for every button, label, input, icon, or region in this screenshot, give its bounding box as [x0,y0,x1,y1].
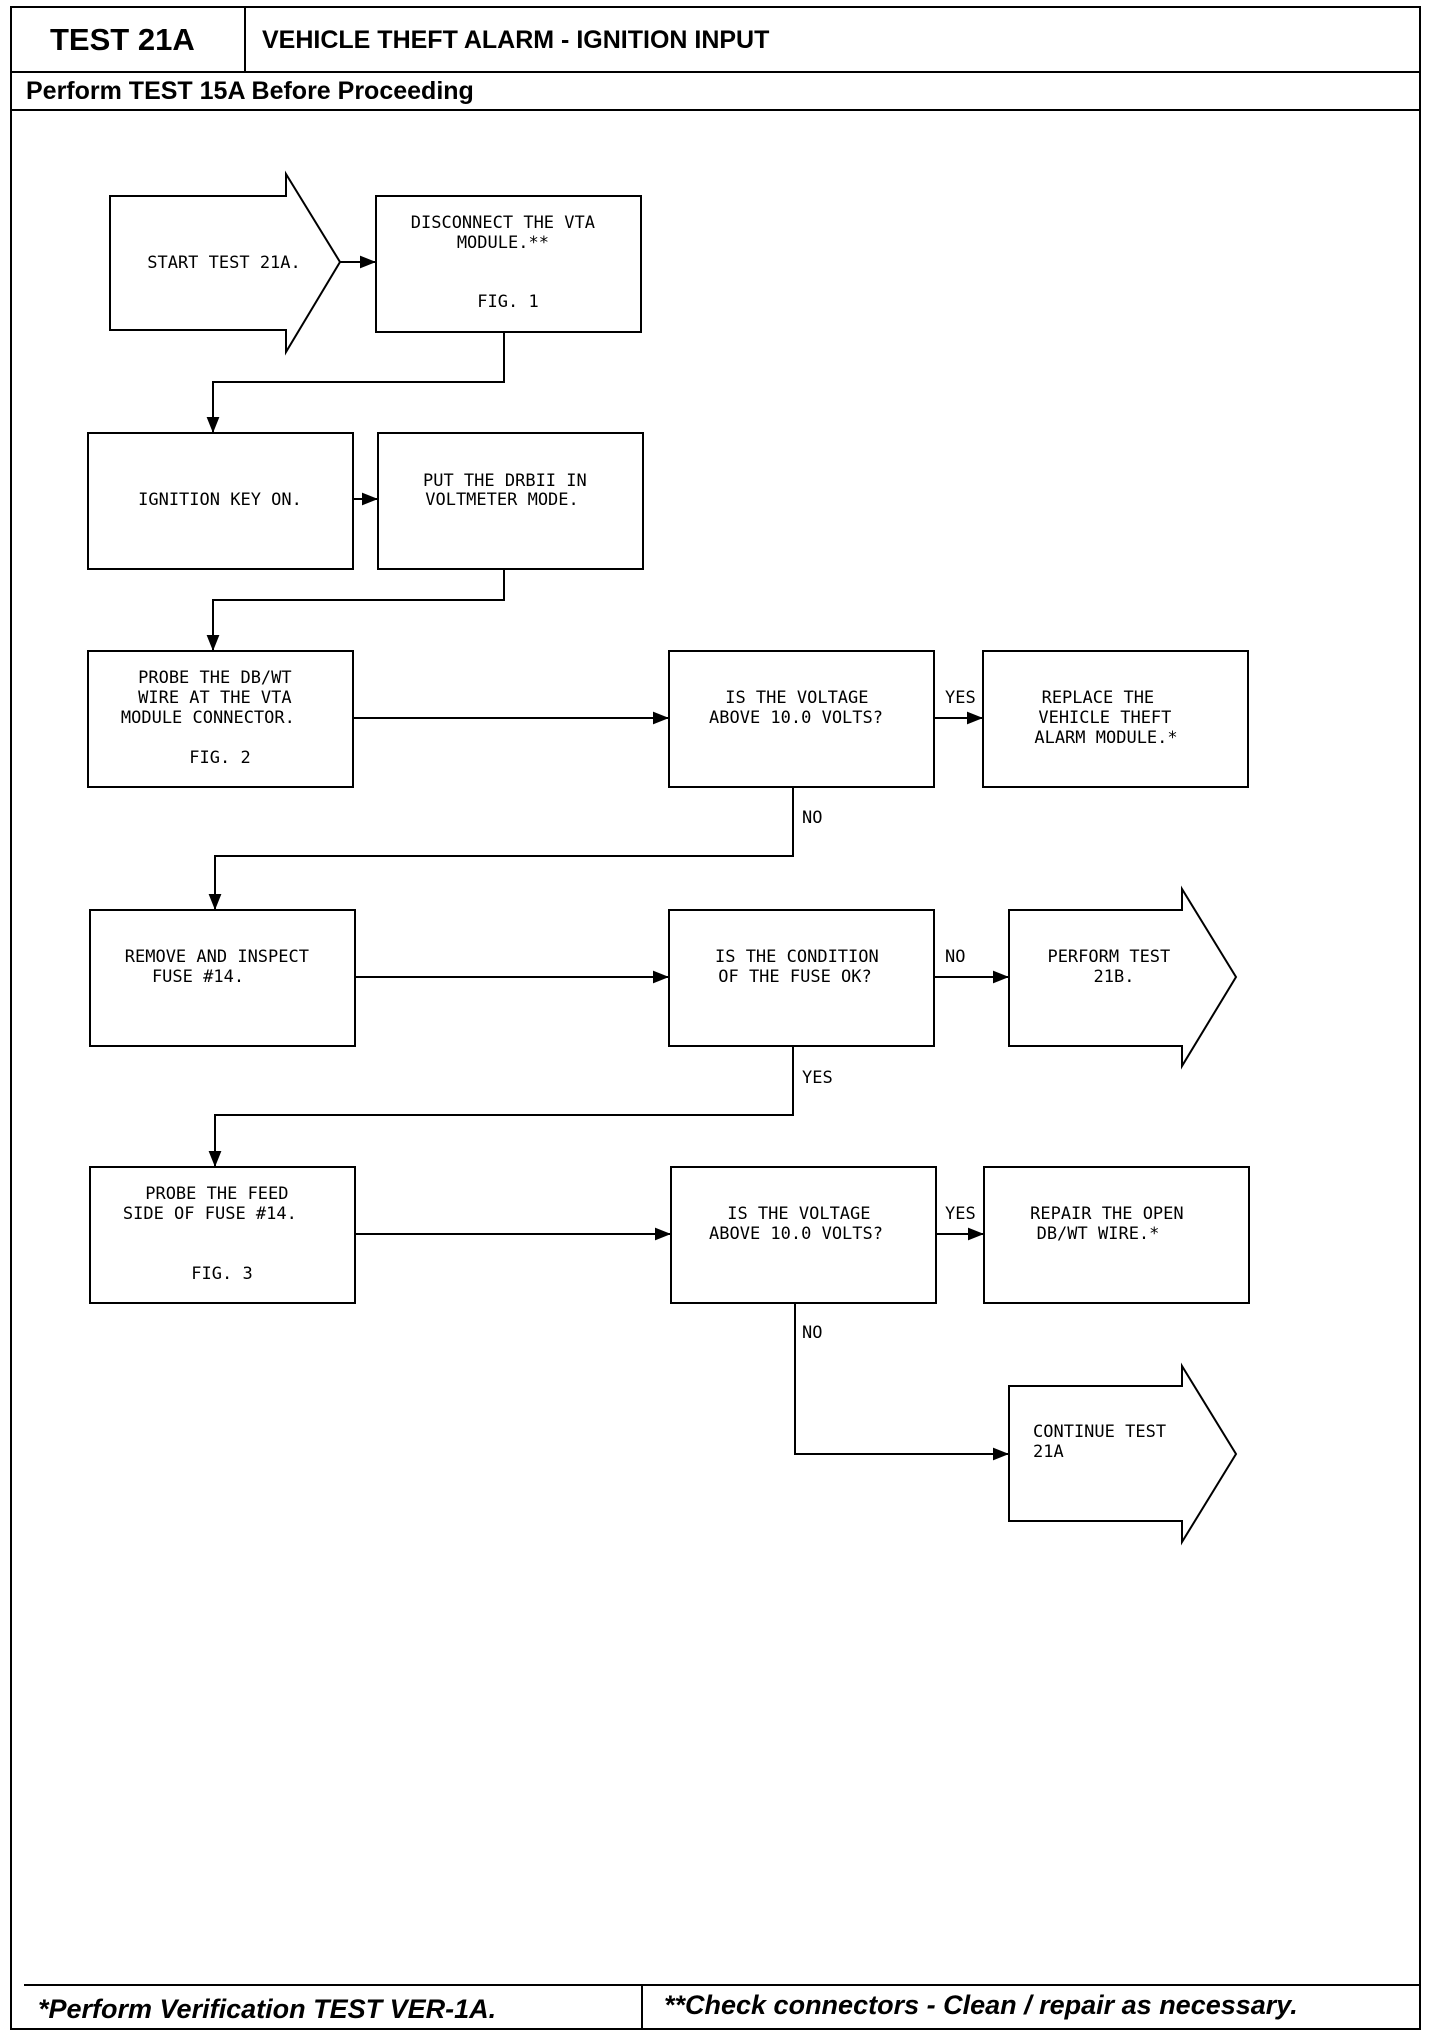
ignition-key-label: IGNITION KEY ON. [138,490,302,510]
connector-disconnect-to-ignition [206,332,505,433]
disconnect-box [375,195,642,333]
fuse-yes-label: YES [802,1068,833,1088]
footer-verification-note: *Perform Verification TEST VER-1A. [38,1994,497,2024]
disconnect-label: DISCONNECT THE VTA MODULE.** FIG. 1 [411,213,605,312]
continue-21a-arrow-shape [1008,1362,1238,1546]
drbii-box [377,432,644,570]
test-id: TEST 21A [10,6,246,71]
footer-bar: *Perform Verification TEST VER-1A. **Che… [24,1984,1421,2030]
connector-fuse-yes [208,1046,794,1167]
start-arrow-shape [109,170,342,356]
probe-feed-label: PROBE THE FEED SIDE OF FUSE #14. FIG. 3 [123,1184,307,1284]
prerequisite-text: Perform TEST 15A Before Proceeding [26,77,474,105]
remove-fuse-label: REMOVE AND INSPECT FUSE #14. [125,947,319,987]
connector-drbii-to-probe [206,569,505,651]
footer-divider [641,1986,643,2030]
repair-wire-label: REPAIR THE OPEN DB/WT WIRE.* [1030,1204,1194,1244]
test-title: VEHICLE THEFT ALARM - IGNITION INPUT [262,26,770,54]
perform-21b-label: PERFORM TEST 21B. [1047,947,1180,987]
prerequisite-bar: Perform TEST 15A Before Proceeding [10,73,1421,111]
drbii-label: PUT THE DRBII IN VOLTMETER MODE. [423,471,597,510]
start-label: START TEST 21A. [147,253,301,273]
voltage-q2-label: IS THE VOLTAGE ABOVE 10.0 VOLTS? [709,1204,883,1244]
fuse-q-label: IS THE CONDITION OF THE FUSE OK? [715,947,889,987]
q1-yes-label: YES [945,688,976,708]
ignition-key-box [87,432,354,570]
page-frame [10,6,1421,2030]
q1-no-label: NO [802,808,822,828]
continue-21a-label: CONTINUE TEST 21A [1033,1422,1176,1462]
connector-q1-no [208,787,794,910]
q2-no-label: NO [802,1323,822,1343]
voltage-q1-label: IS THE VOLTAGE ABOVE 10.0 VOLTS? [709,688,883,728]
q2-yes-label: YES [945,1204,976,1224]
header-bar: TEST 21A VEHICLE THEFT ALARM - IGNITION … [10,6,1421,73]
connector-q2-no [794,1303,1009,1461]
perform-21b-arrow-shape [1008,885,1238,1070]
footer-connectors-note: **Check connectors - Clean / repair as n… [664,1990,1298,2020]
replace-module-label: REPLACE THE VEHICLE THEFT ALARM MODULE.* [1034,688,1181,748]
fuse-no-label: NO [945,947,965,967]
probe-dbwt-label: PROBE THE DB/WT WIRE AT THE VTA MODULE C… [121,668,305,768]
